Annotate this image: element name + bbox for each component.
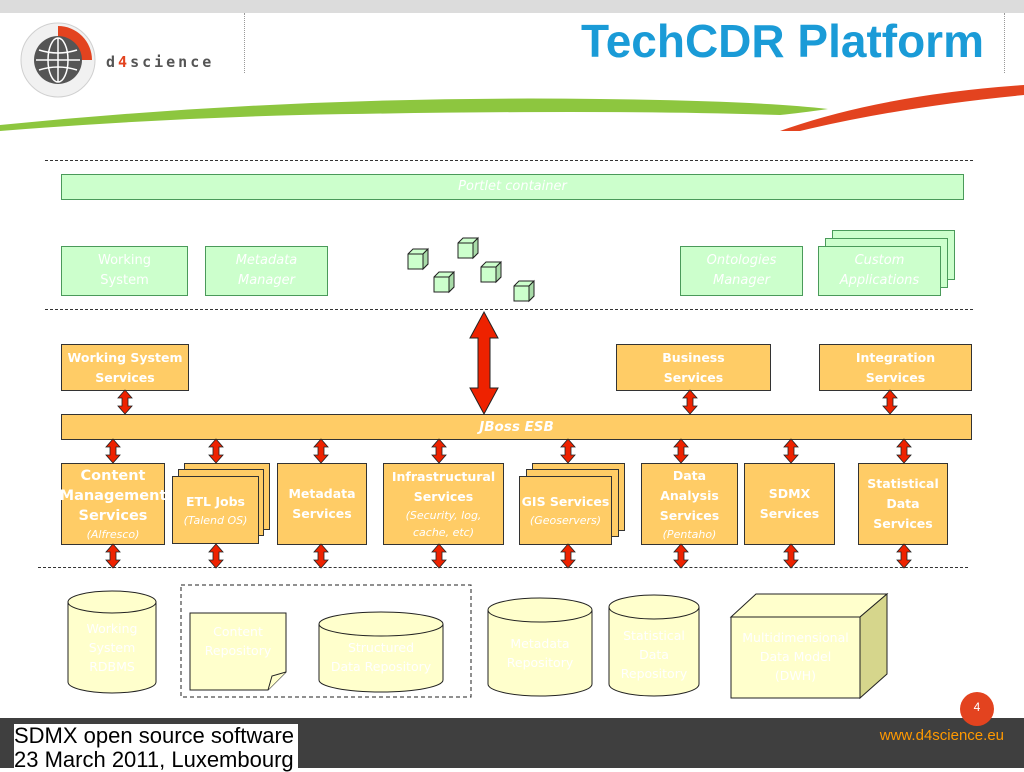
double-arrow-icon	[431, 438, 447, 464]
statistical-data-services: Statistical Data Services	[858, 463, 948, 545]
footer-caption: SDMX open source software 23 March 2011,…	[14, 724, 299, 772]
double-arrow-icon	[896, 543, 912, 569]
custom-applications-portlet: Custom Applications	[818, 246, 941, 296]
footer-url-link[interactable]: www.d4science.eu	[879, 727, 1004, 744]
double-arrow-icon	[673, 438, 689, 464]
portlet-cube-icon	[407, 248, 429, 270]
double-arrow-icon	[208, 543, 224, 569]
top-bar	[0, 0, 1024, 13]
page-title: TechCDR Platform	[581, 15, 984, 67]
metadata-services: Metadata Services	[277, 463, 367, 545]
double-arrow-icon	[105, 543, 121, 569]
statistical-data-repository-label: Statistical Data Repository	[620, 628, 688, 681]
repository-group	[180, 584, 472, 698]
data-analysis-services: Data Analysis Services (Pentaho)	[641, 463, 738, 545]
page-number-badge: 4	[960, 692, 994, 726]
portlet-cube-icon	[480, 261, 502, 283]
double-arrow-icon	[560, 543, 576, 569]
portal-esb-arrow-icon	[469, 310, 499, 416]
multidimensional-data-model-box	[729, 592, 889, 700]
portlet-cube-icon	[433, 271, 455, 293]
working-system-portlet: Working System	[61, 246, 188, 296]
structured-data-repository-cylinder	[318, 611, 444, 693]
content-repository-label: Content Repository	[204, 624, 272, 658]
etl-jobs: ETL Jobs (Talend OS)	[172, 476, 259, 544]
portlet-cube-icon	[457, 237, 479, 259]
gis-services: GIS Services (Geoservers)	[519, 476, 612, 545]
double-arrow-icon	[783, 543, 799, 569]
double-arrow-icon	[117, 389, 133, 415]
metadata-repository-label: Metadata Repository	[506, 636, 574, 670]
content-management-services: Content Management Services (Alfresco)	[60, 463, 166, 545]
double-arrow-icon	[682, 389, 698, 415]
double-arrow-icon	[673, 543, 689, 569]
double-arrow-icon	[896, 438, 912, 464]
statistical-data-repository-cylinder	[608, 594, 700, 697]
double-arrow-icon	[560, 438, 576, 464]
double-arrow-icon	[208, 438, 224, 464]
layer-separator-storage	[38, 567, 968, 568]
metadata-repository-cylinder	[487, 597, 593, 697]
double-arrow-icon	[431, 543, 447, 569]
infrastructural-services: Infrastructural Services (Security, log,…	[383, 463, 504, 545]
portlet-cube-icon	[513, 280, 535, 302]
layer-separator-top	[45, 160, 973, 161]
header-swoosh	[0, 85, 1024, 131]
double-arrow-icon	[105, 438, 121, 464]
footer-line-2: 23 March 2011, Luxembourg	[14, 748, 298, 772]
double-arrow-icon	[882, 389, 898, 415]
sdmx-services: SDMX Services	[744, 463, 835, 545]
header-divider	[244, 13, 245, 73]
header-divider	[1004, 13, 1005, 73]
jboss-esb-bus: JBoss ESB	[61, 414, 972, 440]
portlet-container: Portlet container	[61, 174, 964, 200]
globe-logo-icon	[20, 22, 96, 98]
structured-data-repository-label: Structured Data Repository	[330, 640, 432, 674]
double-arrow-icon	[783, 438, 799, 464]
metadata-manager-portlet: Metadata Manager	[205, 246, 328, 296]
working-system-rdbms-label: Working System RDBMS	[86, 621, 138, 674]
ontologies-manager-portlet: Ontologies Manager	[680, 246, 803, 296]
working-system-rdbms-cylinder	[67, 590, 157, 694]
footer-line-1: SDMX open source software	[14, 724, 299, 748]
layer-separator-portal	[45, 309, 973, 310]
logo-wordmark: d4science	[106, 53, 215, 71]
double-arrow-icon	[313, 438, 329, 464]
multidimensional-data-model-label: Multidimensional Data Model (DWH)	[742, 630, 849, 683]
double-arrow-icon	[313, 543, 329, 569]
